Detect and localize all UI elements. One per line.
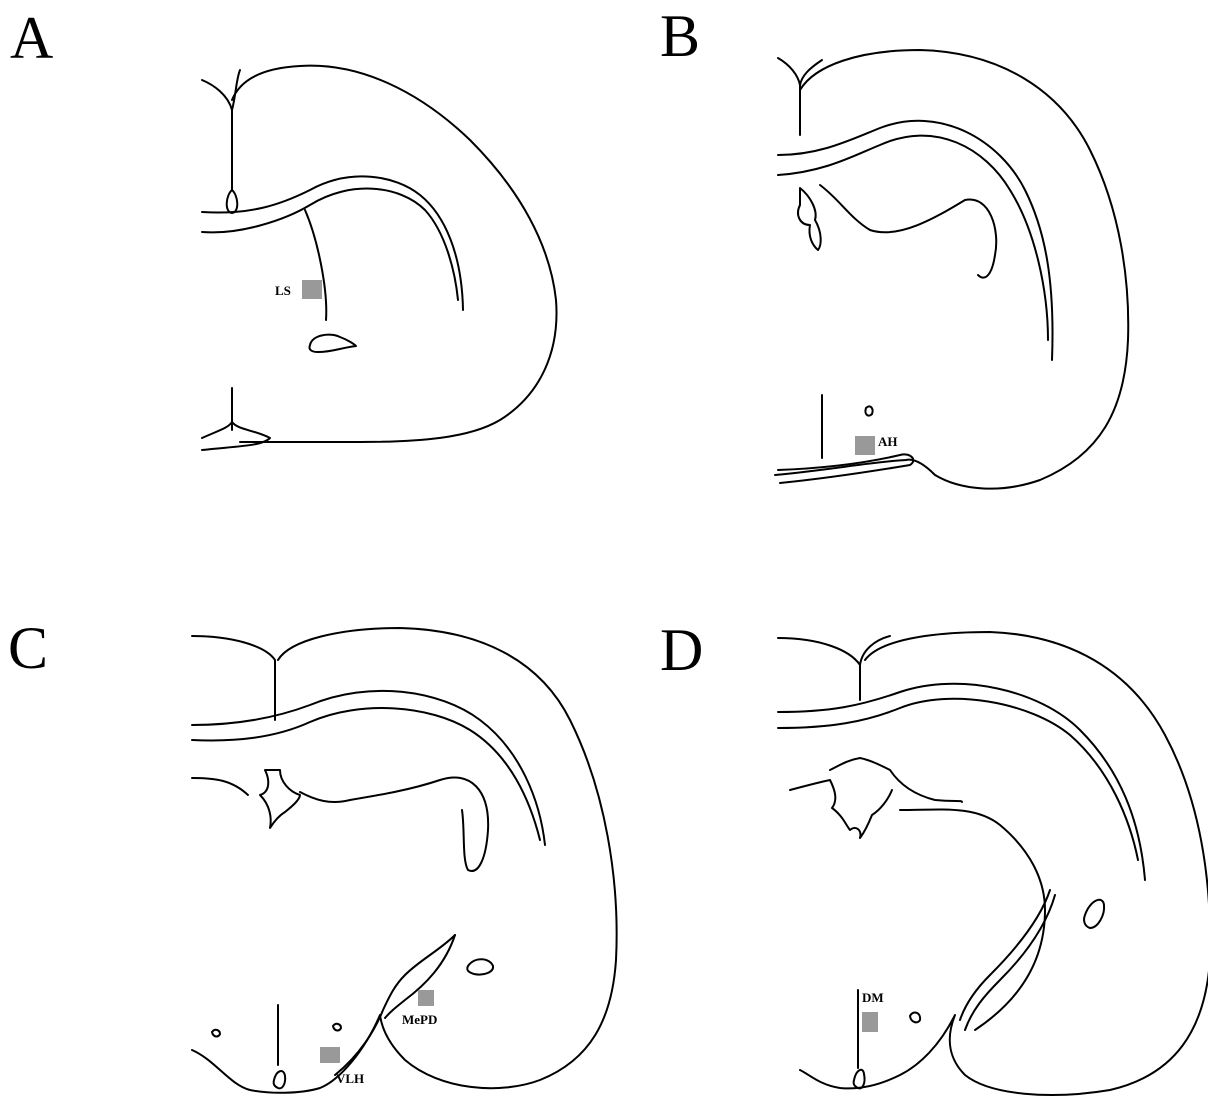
- panel-d-section-outline: [778, 632, 1208, 1095]
- vlh-label: VLH: [336, 1071, 364, 1086]
- mepd-label: MePD: [402, 1012, 437, 1027]
- panel-c: C MePD VLH: [8, 615, 617, 1093]
- panel-d: D DM: [660, 617, 1208, 1095]
- panel-a: A LS: [10, 5, 557, 450]
- panel-d-letter: D: [660, 617, 703, 683]
- ls-label: LS: [275, 283, 291, 298]
- panel-a-section-outline: [202, 66, 557, 450]
- ah-marker: [855, 436, 875, 455]
- panel-b-section-outline: [775, 50, 1128, 489]
- ah-label: AH: [878, 434, 898, 449]
- mepd-marker: [418, 990, 434, 1006]
- dm-label: DM: [862, 990, 884, 1005]
- panel-c-letter: C: [8, 615, 48, 681]
- panel-b: B AH: [660, 3, 1128, 489]
- panel-a-letter: A: [10, 5, 53, 71]
- vlh-marker: [320, 1047, 340, 1063]
- panel-b-letter: B: [660, 3, 700, 69]
- ls-marker: [302, 280, 322, 299]
- dm-marker: [862, 1012, 878, 1032]
